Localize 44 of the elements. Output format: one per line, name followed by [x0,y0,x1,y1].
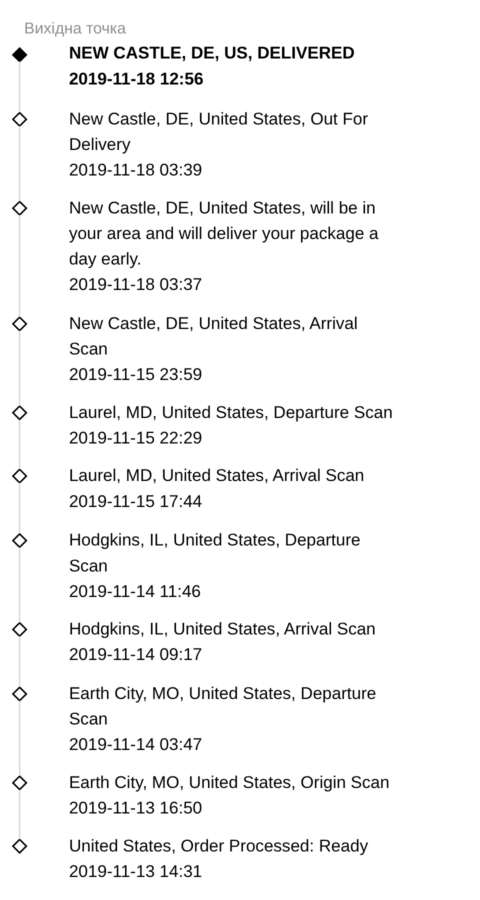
node-diamond [12,774,28,790]
node-diamond [12,200,28,216]
node-label: 2019-11-14 03:47 [68,734,202,754]
connector [19,482,20,534]
node-label: Laurel, MD, United States, Arrival Scan [68,466,364,485]
node-diamond [12,532,28,548]
node-diamond [12,468,28,484]
connector [19,126,20,201]
node-label: 2019-11-18 03:39 [68,160,202,180]
connector [19,546,20,622]
connector [19,789,20,839]
node-label: 2019-11-14 09:17 [68,644,202,664]
node-label: 2019-11-15 17:44 [68,491,202,510]
node-label: Hodgkins, IL, United States, Arrival Scan [68,619,376,638]
connector [19,700,20,776]
node-label: 2019-11-15 22:29 [68,428,202,447]
node-label: United States, Order Processed: Ready [68,836,368,855]
node-label: 2019-11-15 23:59 [68,364,202,384]
node-label: New Castle, DE, United States, Out For Delivery [68,108,368,154]
node-label: Laurel, MD, United States, Departure Scan [68,402,393,422]
node-label: 2019-11-18 03:37 [68,274,202,294]
diagram-title: Вихідна точка [24,20,126,37]
node-diamond [12,404,28,420]
connector [19,61,20,112]
connector [19,636,20,686]
node-label: NEW CASTLE, DE, US, DELIVERED [68,43,355,62]
node-label: Hodgkins, IL, United States, Departure Scan [68,530,361,575]
connector [19,419,20,469]
connector [19,330,20,406]
node-label: Earth City, MO, United States, Departure Scan [68,684,376,728]
node-diamond [12,316,28,332]
node-diamond [12,621,28,637]
node-label: 2019-11-13 14:31 [68,861,202,880]
node-label: 2019-11-14 11:46 [68,581,201,600]
node-diamond [12,838,28,854]
connector [19,214,20,317]
node-diamond [12,46,28,62]
node-label: New Castle, DE, United States, will be in your area and will deliver your package a day early. [68,198,379,268]
node-label: New Castle, DE, United States, Arrival Scan [68,314,358,358]
node-label: Earth City, MO, United States, Origin Scan [68,772,390,792]
node-label: 2019-11-13 16:50 [68,798,202,818]
node-diamond [12,686,28,702]
node-label: 2019-11-18 12:56 [68,68,204,88]
node-diamond [12,111,28,127]
